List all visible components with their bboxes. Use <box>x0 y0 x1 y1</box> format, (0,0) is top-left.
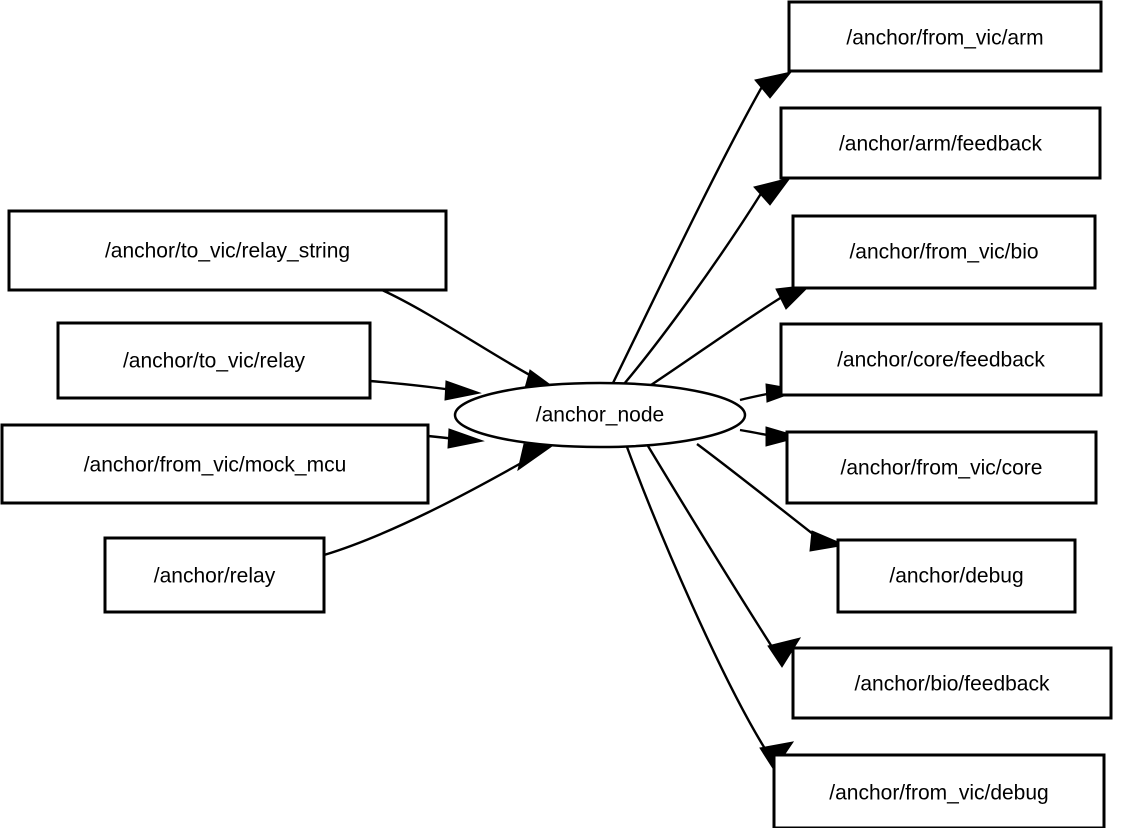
edge-anchor-node-to-from-vic-bio <box>647 284 812 389</box>
node-label: /anchor/from_vic/bio <box>849 241 1038 264</box>
node-box[interactable] <box>791 214 1097 290</box>
center-node-label: /anchor_node <box>536 404 664 427</box>
edge-anchor-node-to-debug <box>696 443 847 552</box>
node-box[interactable] <box>836 538 1077 614</box>
node-anchor-node[interactable]: /anchor_node <box>453 381 747 449</box>
node-anchor-from-vic-mock-mcu[interactable]: /anchor/from_vic/mock_mcu <box>0 423 430 505</box>
node-box[interactable] <box>779 322 1103 397</box>
node-label: /anchor/core/feedback <box>837 349 1045 372</box>
edge-anchor-node-to-arm-feedback <box>623 177 792 385</box>
node-anchor-to-vic-relay-string[interactable]: /anchor/to_vic/relay_string <box>7 209 448 292</box>
subscriber-topics-layer: /anchor/from_vic/arm /anchor/arm/feedbac… <box>772 0 1113 828</box>
node-label: /anchor/from_vic/core <box>841 457 1043 480</box>
node-anchor-from-vic-arm[interactable]: /anchor/from_vic/arm <box>787 0 1103 73</box>
node-anchor-bio-feedback[interactable]: /anchor/bio/feedback <box>791 646 1113 720</box>
node-label: /anchor/to_vic/relay <box>123 350 306 373</box>
node-box[interactable] <box>791 646 1113 720</box>
node-anchor-core-feedback[interactable]: /anchor/core/feedback <box>779 322 1103 397</box>
node-label: /anchor/to_vic/relay_string <box>105 240 350 263</box>
node-label: /anchor/arm/feedback <box>839 133 1043 156</box>
node-label: /anchor/relay <box>154 565 276 588</box>
node-anchor-from-vic-debug[interactable]: /anchor/from_vic/debug <box>772 753 1106 828</box>
node-label: /anchor/from_vic/mock_mcu <box>84 454 347 477</box>
edge-relay-to-anchor-node <box>323 443 554 557</box>
node-box[interactable] <box>785 430 1098 505</box>
edges-layer <box>323 71 847 771</box>
center-node-ellipse[interactable] <box>453 381 747 449</box>
node-label: /anchor/from_vic/debug <box>829 782 1048 805</box>
edge-anchor-node-to-bio-feedback <box>646 445 802 668</box>
node-box[interactable] <box>0 423 430 505</box>
node-label: /anchor/debug <box>889 565 1023 588</box>
publisher-topics-layer: /anchor/to_vic/relay_string /anchor/to_v… <box>0 209 448 614</box>
node-anchor-from-vic-bio[interactable]: /anchor/from_vic/bio <box>791 214 1097 290</box>
edge-anchor-node-to-from-vic-core <box>739 426 802 447</box>
node-anchor-to-vic-relay[interactable]: /anchor/to_vic/relay <box>56 321 372 400</box>
node-anchor-relay[interactable]: /anchor/relay <box>103 536 326 614</box>
node-anchor-from-vic-core[interactable]: /anchor/from_vic/core <box>785 430 1098 505</box>
edge-anchor-node-to-from-vic-debug <box>625 446 795 771</box>
node-anchor-arm-feedback[interactable]: /anchor/arm/feedback <box>779 106 1102 180</box>
node-box[interactable] <box>787 0 1103 73</box>
edge-anchor-node-to-from-vic-arm <box>611 71 793 384</box>
node-box[interactable] <box>103 536 326 614</box>
node-box[interactable] <box>56 321 372 400</box>
node-box[interactable] <box>772 753 1106 828</box>
node-box[interactable] <box>779 106 1102 180</box>
node-label: /anchor/bio/feedback <box>855 673 1050 696</box>
edge-to-vic-relay-to-anchor-node <box>369 379 482 401</box>
edge-to-vic-relay-string-to-anchor-node <box>381 288 562 393</box>
node-box[interactable] <box>7 209 448 292</box>
node-label: /anchor/from_vic/arm <box>846 27 1043 50</box>
edge-from-vic-mock-mcu-to-anchor-node <box>427 428 485 449</box>
node-anchor-debug[interactable]: /anchor/debug <box>836 538 1077 614</box>
